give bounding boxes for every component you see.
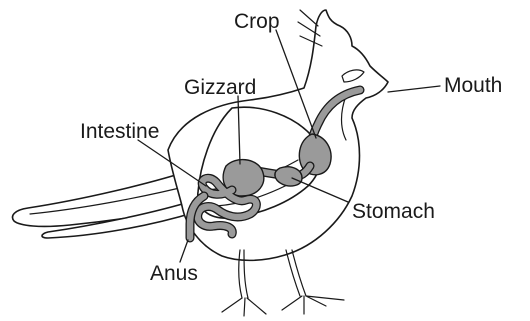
label-stomach: Stomach [352, 200, 435, 223]
mouth-leader-line [388, 86, 440, 92]
label-mouth: Mouth [444, 74, 502, 97]
crest-spike [300, 10, 318, 26]
label-crop: Crop [234, 10, 280, 33]
bird-foot-left [222, 298, 266, 316]
label-intestine: Intestine [80, 120, 159, 143]
bird-leg-right [286, 250, 306, 296]
bird-outline [13, 10, 388, 316]
bird-foot-right [282, 296, 344, 314]
label-gizzard: Gizzard [184, 76, 256, 99]
label-anus: Anus [150, 262, 198, 285]
anus-leader-line [180, 240, 188, 262]
